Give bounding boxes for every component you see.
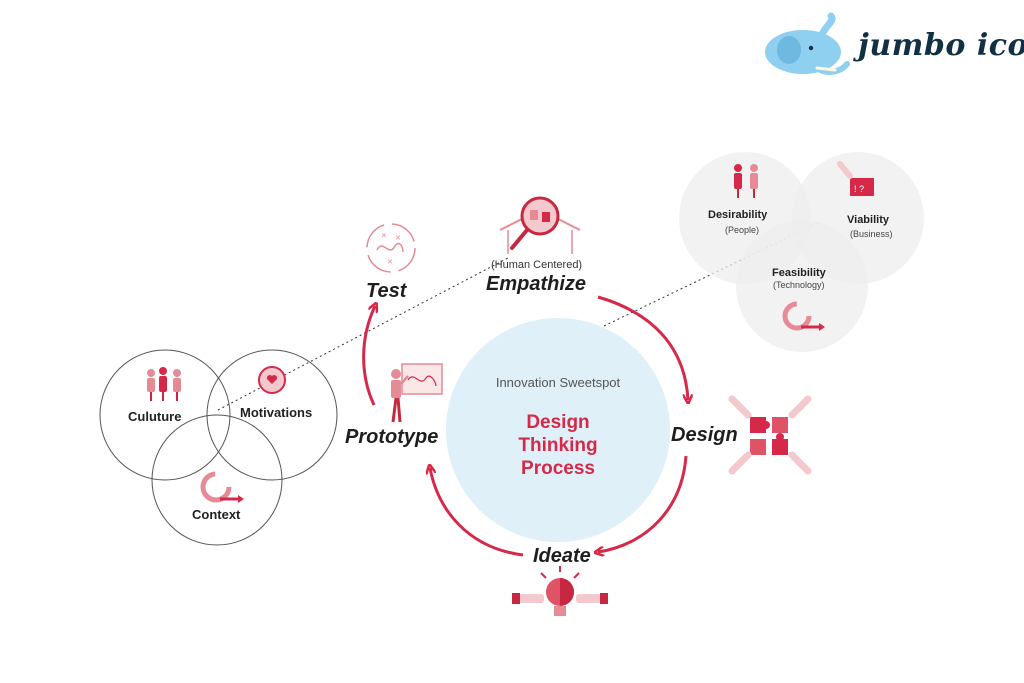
venn-circle-feasibility [736,220,868,352]
center-title-line-2: Thinking [518,435,598,456]
brand-name: jumbo icons [858,28,1024,63]
arrow-ideate-to-prototype [430,468,524,557]
elephant-logo [765,12,850,75]
venn-label-viability: Viability [847,214,889,226]
venn-sublabel-viability: (Business) [850,229,893,239]
empathize-sublabel: (Human Centered) [491,259,583,271]
stage-label-prototype: Prototype [345,426,439,448]
stage-label-test: Test [366,280,407,302]
magnifier-people-icon [499,196,581,254]
center-title-line-1: Design [526,412,590,433]
venn-circle-culture [99,349,231,481]
hand-chart-icon: ! ? [837,161,874,196]
puzzle-hands-icon [728,395,812,475]
arrow-design-to-ideate [598,455,688,552]
svg-text:✕: ✕ [381,233,387,240]
center-circle [446,318,670,542]
stage-label-empathize: Empathize [486,273,587,295]
cycle-arrow-icon-feasibility [782,301,825,331]
venn-circle-context [151,414,283,546]
test-loop-icon: ✕ ✕ ✕ [366,223,416,273]
head-heart-icon [258,366,286,394]
center-title: Design Thinking Process [458,411,658,480]
venn-label-desirability: Desirability [708,209,768,221]
center-label: Innovation Sweetspot [495,375,621,390]
arrow-empathize-to-design [597,295,688,400]
venn-label-feasibility: Feasibility [772,267,826,279]
person-whiteboard-icon [391,363,443,423]
arrow-prototype-to-test [362,306,375,406]
center-title-line-3: Process [521,458,595,479]
venn-label-context: Context [192,507,241,522]
svg-text:✕: ✕ [395,235,401,242]
venn-sublabel-desirability: (People) [725,225,760,235]
two-people-icon [734,164,758,198]
stage-label-design: Design [671,424,738,446]
stage-label-ideate: Ideate [533,545,591,567]
svg-text:! ?: ! ? [854,184,864,194]
lightbulb-hands-icon [512,566,608,616]
people-group-icon [147,367,181,401]
svg-text:✕: ✕ [387,259,393,266]
venn-label-motivations: Motivations [240,405,313,420]
cycle-arrow-icon [200,471,244,503]
venn-sublabel-feasibility: (Technology) [773,280,825,290]
venn-circle-motivations [206,349,338,481]
venn-label-culture: Culuture [128,409,182,424]
